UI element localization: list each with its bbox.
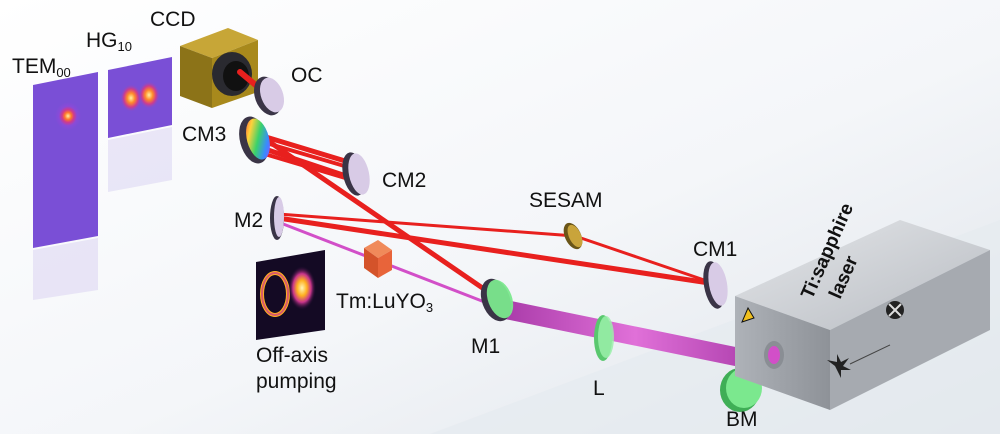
offaxis-mode-image [256,250,325,340]
label-hg10-sub: 10 [117,39,132,54]
label-bm: BM [726,408,758,431]
label-sesam: SESAM [529,189,603,212]
label-tem00-main: TEM [12,55,57,78]
sesam [563,222,583,250]
label-cm3: CM3 [182,123,227,146]
cavity-beam [237,69,719,303]
label-cm1: CM1 [693,238,738,261]
label-tem00-sub: 00 [56,65,71,80]
label-crystal-main: Tm:LuYO [336,290,426,313]
m1-mirror [480,278,514,322]
tem00-mode-image [33,72,98,300]
label-hg10: HG10 [86,30,132,53]
burst-icon [827,354,851,378]
hg10-mode-image [108,57,172,192]
cm1-mirror [703,261,728,309]
label-crystal: Tm:LuYO3 [336,291,433,314]
label-oc: OC [291,64,323,87]
label-m2: M2 [234,209,264,232]
label-m1: M1 [471,335,501,358]
cm2-mirror [342,152,370,196]
oc-mirror [253,76,285,116]
cm3-mirror [239,116,270,164]
label-offaxis-line2: pumping [256,370,337,393]
ccd-camera [180,28,258,108]
label-l: L [593,377,605,400]
label-cm2: CM2 [382,169,427,192]
label-hg10-main: HG [86,29,118,52]
m2-mirror [270,196,284,240]
label-ccd: CCD [150,8,196,31]
warning-icon [741,306,755,323]
label-crystal-sub: 3 [425,300,434,315]
crystal [364,240,392,278]
label-tem00: TEM00 [12,56,71,79]
tisapphire-laser: Ti:sapphire laser [735,200,990,410]
label-offaxis-line1: Off-axis [256,344,328,367]
lens [594,315,614,361]
